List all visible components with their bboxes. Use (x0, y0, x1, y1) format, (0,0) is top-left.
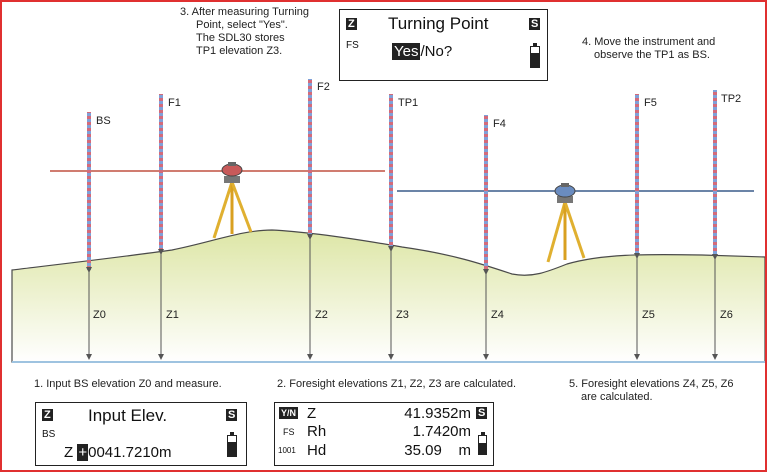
note-step2: 2. Foresight elevations Z1, Z2, Z3 are c… (277, 378, 517, 390)
no-option[interactable]: /No? (420, 43, 453, 60)
note-step3-line1: 3. After measuring Turning (180, 6, 310, 18)
screen-title: Input Elev. (88, 406, 168, 425)
rod-label-bs: BS (96, 115, 111, 127)
status-badge: S (226, 409, 238, 421)
battery-icon (478, 432, 487, 455)
row-hd-label: Hd (307, 442, 327, 459)
rod-f4 (484, 115, 488, 270)
elevation-arrows (86, 234, 718, 360)
note-step5-line1: 5. Foresight elevations Z4, Z5, Z6 (569, 378, 734, 390)
z-label-3: Z3 (396, 309, 409, 321)
battery-icon (530, 43, 540, 68)
rods (87, 79, 717, 270)
z-label-0: Z0 (93, 309, 106, 321)
rod-f1 (159, 94, 163, 250)
result-screen: Y/N S Z 41.9352m FS Rh 1.7420m 1001 Hd 3… (274, 402, 494, 466)
rod-label-f2: F2 (317, 81, 330, 93)
status-badge: S (529, 18, 541, 30)
rod-tp2 (713, 90, 717, 255)
input-elev-screen: Z BS Input Elev. S Z +0041.7210m (35, 402, 247, 466)
note-step3-line3: The SDL30 stores (196, 32, 285, 44)
note-step3-line2: Point, select "Yes". (196, 19, 288, 31)
note-step4-line2: observe the TP1 as BS. (594, 49, 710, 61)
note-step1: 1. Input BS elevation Z0 and measure. (34, 378, 222, 390)
note-step3: 3. After measuring Turning Point, select… (180, 6, 309, 58)
row-rh-value: 1.7420m (412, 423, 471, 440)
note-step3-line4: TP1 elevation Z3. (196, 45, 283, 57)
note-step4: 4. Move the instrument and observe the T… (582, 36, 715, 62)
mode-badge: Z (346, 18, 357, 30)
row-rh-label: Rh (307, 423, 327, 440)
rod-label-f1: F1 (168, 97, 181, 109)
side-label: FS (346, 40, 359, 51)
rod-tp1 (389, 94, 393, 247)
rod-label-tp2: TP2 (721, 93, 741, 105)
rod-label-f5: F5 (644, 97, 657, 109)
note-step4-line1: 4. Move the instrument and (582, 36, 716, 48)
field-label: Z (64, 444, 74, 461)
note-step5: 5. Foresight elevations Z4, Z5, Z6 are c… (569, 378, 733, 404)
z-label-4: Z4 (491, 309, 504, 321)
instrument-icon (212, 162, 253, 239)
turning-point-screen: Z FS Turning Point Yes/No? S (339, 9, 548, 81)
instrument-icon (546, 183, 586, 263)
row-rh-left: FS (283, 427, 295, 437)
status-badge: S (476, 407, 488, 419)
rod-bs (87, 112, 91, 270)
row-z-value: 41.9352m (404, 405, 471, 422)
confirm-prompt: Yes/No? (392, 43, 452, 60)
rod-label-tp1: TP1 (398, 97, 418, 109)
mode-badge: Y/N (279, 407, 299, 419)
ground-terrain (11, 229, 765, 363)
rod-label-f4: F4 (493, 118, 506, 130)
side-label: BS (42, 429, 56, 440)
row-hd-left: 1001 (278, 446, 296, 455)
screen-title: Turning Point (388, 14, 489, 33)
note-step5-line2: are calculated. (581, 391, 653, 403)
row-z-label: Z (307, 405, 317, 422)
z-label-2: Z2 (315, 309, 328, 321)
z-label-5: Z5 (642, 309, 655, 321)
elevation-input[interactable]: Z +0041.7210m (64, 444, 172, 461)
mode-badge: Z (42, 409, 53, 421)
rod-f2 (308, 79, 312, 237)
row-hd-value: 35.09 m (404, 442, 471, 459)
z-label-1: Z1 (166, 309, 179, 321)
z-label-6: Z6 (720, 309, 733, 321)
rod-f5 (635, 94, 639, 254)
sign-cursor: + (77, 444, 89, 461)
battery-icon (227, 432, 237, 457)
elevation-value: 0041.7210m (88, 444, 172, 461)
yes-option[interactable]: Yes (392, 43, 421, 60)
